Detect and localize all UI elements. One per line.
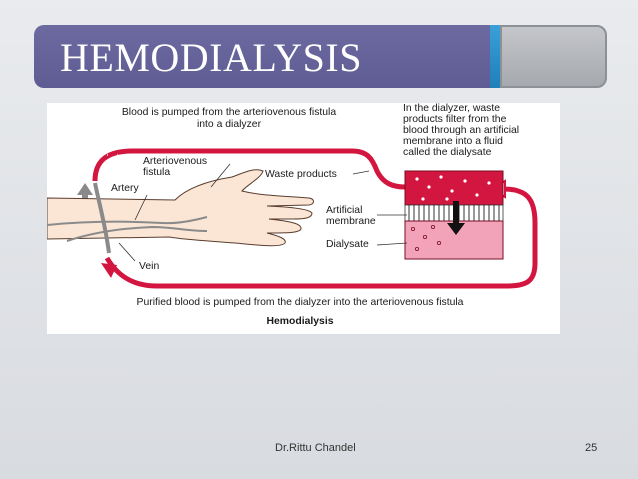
dialyzer-note-line4: membrane into a fluid bbox=[403, 136, 503, 147]
tube-return bbox=[104, 186, 538, 289]
dialyzer-note-line1: In the dialyzer, waste bbox=[403, 103, 500, 114]
title-side-box bbox=[500, 25, 607, 88]
label-dialysate: Dialysate bbox=[326, 239, 369, 250]
title-accent-stripe bbox=[490, 25, 501, 88]
vein-vessel bbox=[66, 225, 208, 242]
label-vein: Vein bbox=[139, 261, 159, 272]
caption-top-line2: into a dialyzer bbox=[197, 119, 262, 130]
label-fistula-line2: fistula bbox=[143, 167, 170, 178]
waste-particles bbox=[415, 175, 491, 201]
dialysate-particles bbox=[410, 225, 441, 251]
label-artery: Artery bbox=[111, 183, 140, 194]
slide-title: HEMODIALYSIS bbox=[60, 35, 362, 80]
hemodialysis-figure: Blood is pumped from the arteriovenous f… bbox=[47, 103, 560, 334]
filter-arrow-icon bbox=[447, 201, 465, 235]
leader-vein bbox=[118, 242, 136, 262]
dialyzer-note-line2: products filter from the bbox=[403, 114, 507, 125]
label-waste-products: Waste products bbox=[265, 169, 337, 180]
label-fistula-line1: Arteriovenous bbox=[143, 156, 207, 167]
leader-waste bbox=[352, 170, 370, 175]
title-bar bbox=[34, 25, 501, 88]
leader-fistula bbox=[210, 163, 231, 188]
leader-dialysate bbox=[376, 242, 408, 246]
artery-vessel bbox=[47, 216, 208, 226]
tube-to-dialyzer bbox=[92, 148, 406, 190]
return-arrow-icon bbox=[101, 263, 117, 278]
dialyzer-note-line5: called the dialysate bbox=[403, 147, 492, 158]
caption-top-line1: Blood is pumped from the arteriovenous f… bbox=[122, 107, 336, 118]
caption-bottom: Purified blood is pumped from the dialyz… bbox=[137, 297, 464, 308]
dialyzer-blood-chamber bbox=[404, 170, 504, 206]
dialyzer-note-line3: blood through an artificial bbox=[403, 125, 519, 136]
leader-artery bbox=[134, 194, 148, 221]
fistula-line bbox=[93, 182, 111, 254]
figure-title: Hemodialysis bbox=[267, 316, 334, 327]
label-membrane-line2: membrane bbox=[326, 216, 376, 227]
up-arrow-icon bbox=[77, 183, 93, 207]
label-membrane-line1: Artificial bbox=[326, 205, 362, 216]
footer-author: Dr.Rittu Chandel bbox=[275, 442, 356, 454]
hemodialysis-diagram: Blood is pumped from the arteriovenous f… bbox=[47, 103, 538, 327]
arm-outline bbox=[47, 169, 314, 247]
page-number: 25 bbox=[585, 442, 598, 454]
